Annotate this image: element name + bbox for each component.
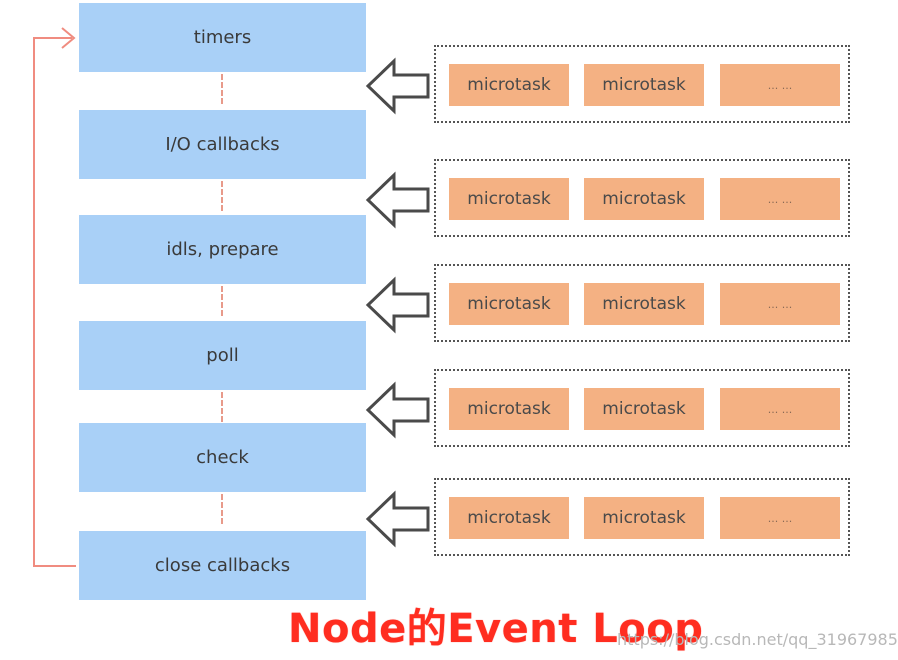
- more-tasks-box: ... ...: [720, 388, 840, 430]
- microtask-box: microtask: [449, 388, 569, 430]
- microtask-box: microtask: [449, 283, 569, 325]
- hollow-left-arrow-icon: [365, 490, 430, 548]
- microtask-box: microtask: [584, 497, 704, 539]
- more-tasks-box: ... ...: [720, 64, 840, 106]
- phase-connector: [221, 74, 223, 104]
- microtask-box: microtask: [584, 64, 704, 106]
- microtask-box: microtask: [449, 64, 569, 106]
- phase-label: I/O callbacks: [165, 134, 280, 155]
- more-tasks-box: ... ...: [720, 283, 840, 325]
- phase-io-callbacks: I/O callbacks: [79, 110, 366, 179]
- phase-close-callbacks: close callbacks: [79, 531, 366, 600]
- microtask-box: microtask: [584, 283, 704, 325]
- diagram-caption: Node的Event Loop: [288, 606, 704, 652]
- phase-connector: [221, 494, 223, 524]
- phase-connector: [221, 392, 223, 422]
- phase-connector: [221, 181, 223, 211]
- microtask-box: microtask: [584, 388, 704, 430]
- phase-check: check: [79, 423, 366, 492]
- microtask-queue: microtask microtask ... ...: [434, 264, 850, 342]
- phase-poll: poll: [79, 321, 366, 390]
- microtask-queue: microtask microtask ... ...: [434, 45, 850, 123]
- hollow-left-arrow-icon: [365, 57, 430, 115]
- microtask-queue: microtask microtask ... ...: [434, 478, 850, 556]
- microtask-box: microtask: [584, 178, 704, 220]
- loop-back-arrow: [33, 27, 76, 567]
- more-tasks-box: ... ...: [720, 178, 840, 220]
- phase-label: check: [196, 447, 249, 468]
- phase-connector: [221, 286, 223, 316]
- phase-label: poll: [206, 345, 239, 366]
- microtask-queue: microtask microtask ... ...: [434, 369, 850, 447]
- phase-idle-prepare: idls, prepare: [79, 215, 366, 284]
- more-tasks-box: ... ...: [720, 497, 840, 539]
- phase-timers: timers: [79, 3, 366, 72]
- microtask-box: microtask: [449, 178, 569, 220]
- phase-label: close callbacks: [154, 555, 291, 576]
- microtask-queue: microtask microtask ... ...: [434, 159, 850, 237]
- hollow-left-arrow-icon: [365, 276, 430, 334]
- phase-label: idls, prepare: [166, 239, 279, 260]
- hollow-left-arrow-icon: [365, 171, 430, 229]
- hollow-left-arrow-icon: [365, 381, 430, 439]
- phase-label: timers: [193, 27, 252, 48]
- watermark-text: https://blog.csdn.net/qq_31967985: [617, 630, 898, 649]
- microtask-box: microtask: [449, 497, 569, 539]
